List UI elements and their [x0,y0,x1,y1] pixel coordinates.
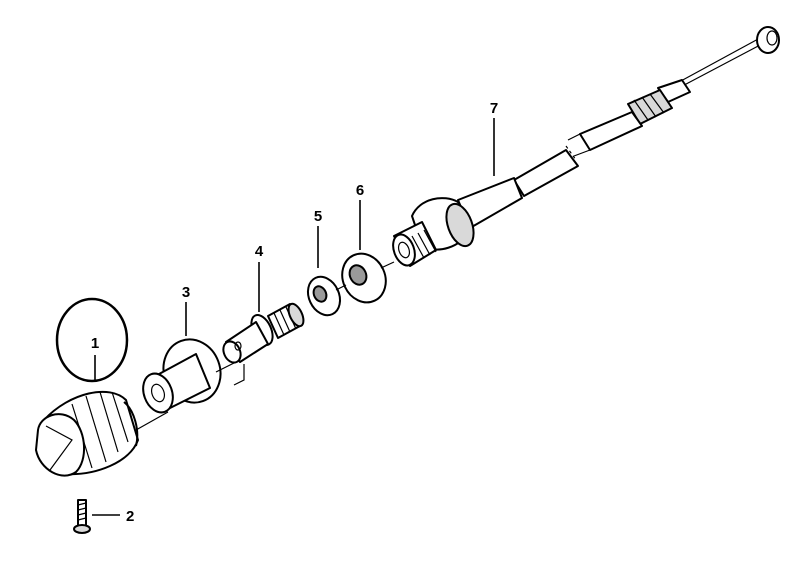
callout-4: 4 [255,243,264,260]
screw-part [73,499,91,534]
sleeve-part [142,338,222,414]
cable-end-assembly [565,26,780,161]
highlight-circle [55,297,129,383]
washer-large-part [341,252,387,304]
cable-part [392,149,579,267]
callout-1: 1 [91,335,99,352]
callout-7: 7 [490,100,498,117]
leader-lines [92,118,495,516]
callout-3: 3 [182,284,190,301]
callout-labels: 1 2 3 4 5 6 7 [91,100,498,525]
callout-5: 5 [314,208,322,225]
threaded-pin-part [222,302,305,364]
knob-part [35,390,139,477]
callout-2: 2 [126,508,134,525]
callout-6: 6 [356,182,364,199]
assembly-axis-lines [135,261,395,431]
washer-small-part [306,275,342,317]
